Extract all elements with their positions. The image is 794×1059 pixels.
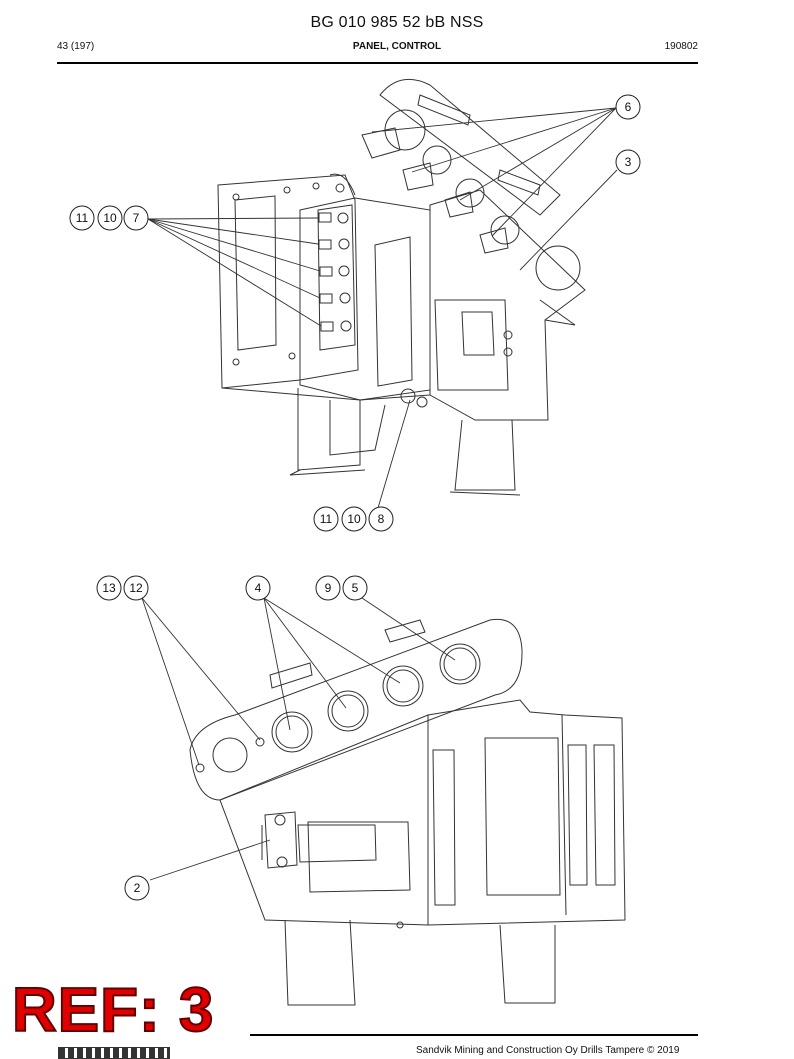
footer-rule <box>250 1034 698 1036</box>
top-assembly-drawing <box>217 78 586 496</box>
footer-copyright: Sandvik Mining and Construction Oy Drill… <box>416 1045 680 1056</box>
svg-text:11: 11 <box>76 211 89 225</box>
callout-bubble: 10 <box>97 205 123 231</box>
svg-text:6: 6 <box>625 100 632 114</box>
callout-bubble: 11 <box>69 205 95 231</box>
svg-text:3: 3 <box>625 155 632 169</box>
callout-bubble: 9 <box>315 575 341 601</box>
page-number: 43 (197) <box>57 41 95 52</box>
callout-bubble: 2 <box>124 875 150 901</box>
leader-lines <box>141 107 618 881</box>
document-title: BG 010 985 52 bB NSS <box>310 14 484 31</box>
svg-text:7: 7 <box>133 211 140 225</box>
callout-bubble: 8 <box>368 506 394 532</box>
svg-text:10: 10 <box>347 512 361 526</box>
svg-text:2: 2 <box>134 881 141 895</box>
header-rule <box>57 62 698 64</box>
svg-text:12: 12 <box>129 581 143 595</box>
company-logo <box>58 1047 170 1059</box>
callout-bubble: 4 <box>245 575 271 601</box>
svg-text:11: 11 <box>320 512 333 526</box>
callouts-top: 11 10 7 6 3 11 10 8 <box>69 94 641 532</box>
callout-bubble: 7 <box>123 205 149 231</box>
document-code: 190802 <box>664 41 698 52</box>
bottom-assembly-drawing <box>189 618 626 1006</box>
callout-bubble: 11 <box>313 506 339 532</box>
callout-bubble: 3 <box>615 149 641 175</box>
callout-bubble: 5 <box>342 575 368 601</box>
callout-bubble: 10 <box>341 506 367 532</box>
callouts-bottom: 13 12 4 9 5 2 <box>96 575 368 901</box>
svg-text:5: 5 <box>352 581 359 595</box>
svg-text:8: 8 <box>378 512 385 526</box>
callout-bubble: 6 <box>615 94 641 120</box>
section-title: PANEL, CONTROL <box>352 41 442 52</box>
svg-text:10: 10 <box>103 211 117 225</box>
callout-bubble: 12 <box>123 575 149 601</box>
svg-text:13: 13 <box>102 581 116 595</box>
svg-text:4: 4 <box>255 581 262 595</box>
callout-bubble: 13 <box>96 575 122 601</box>
svg-text:9: 9 <box>325 581 332 595</box>
ref-stamp: REF: 3 <box>11 976 215 1045</box>
